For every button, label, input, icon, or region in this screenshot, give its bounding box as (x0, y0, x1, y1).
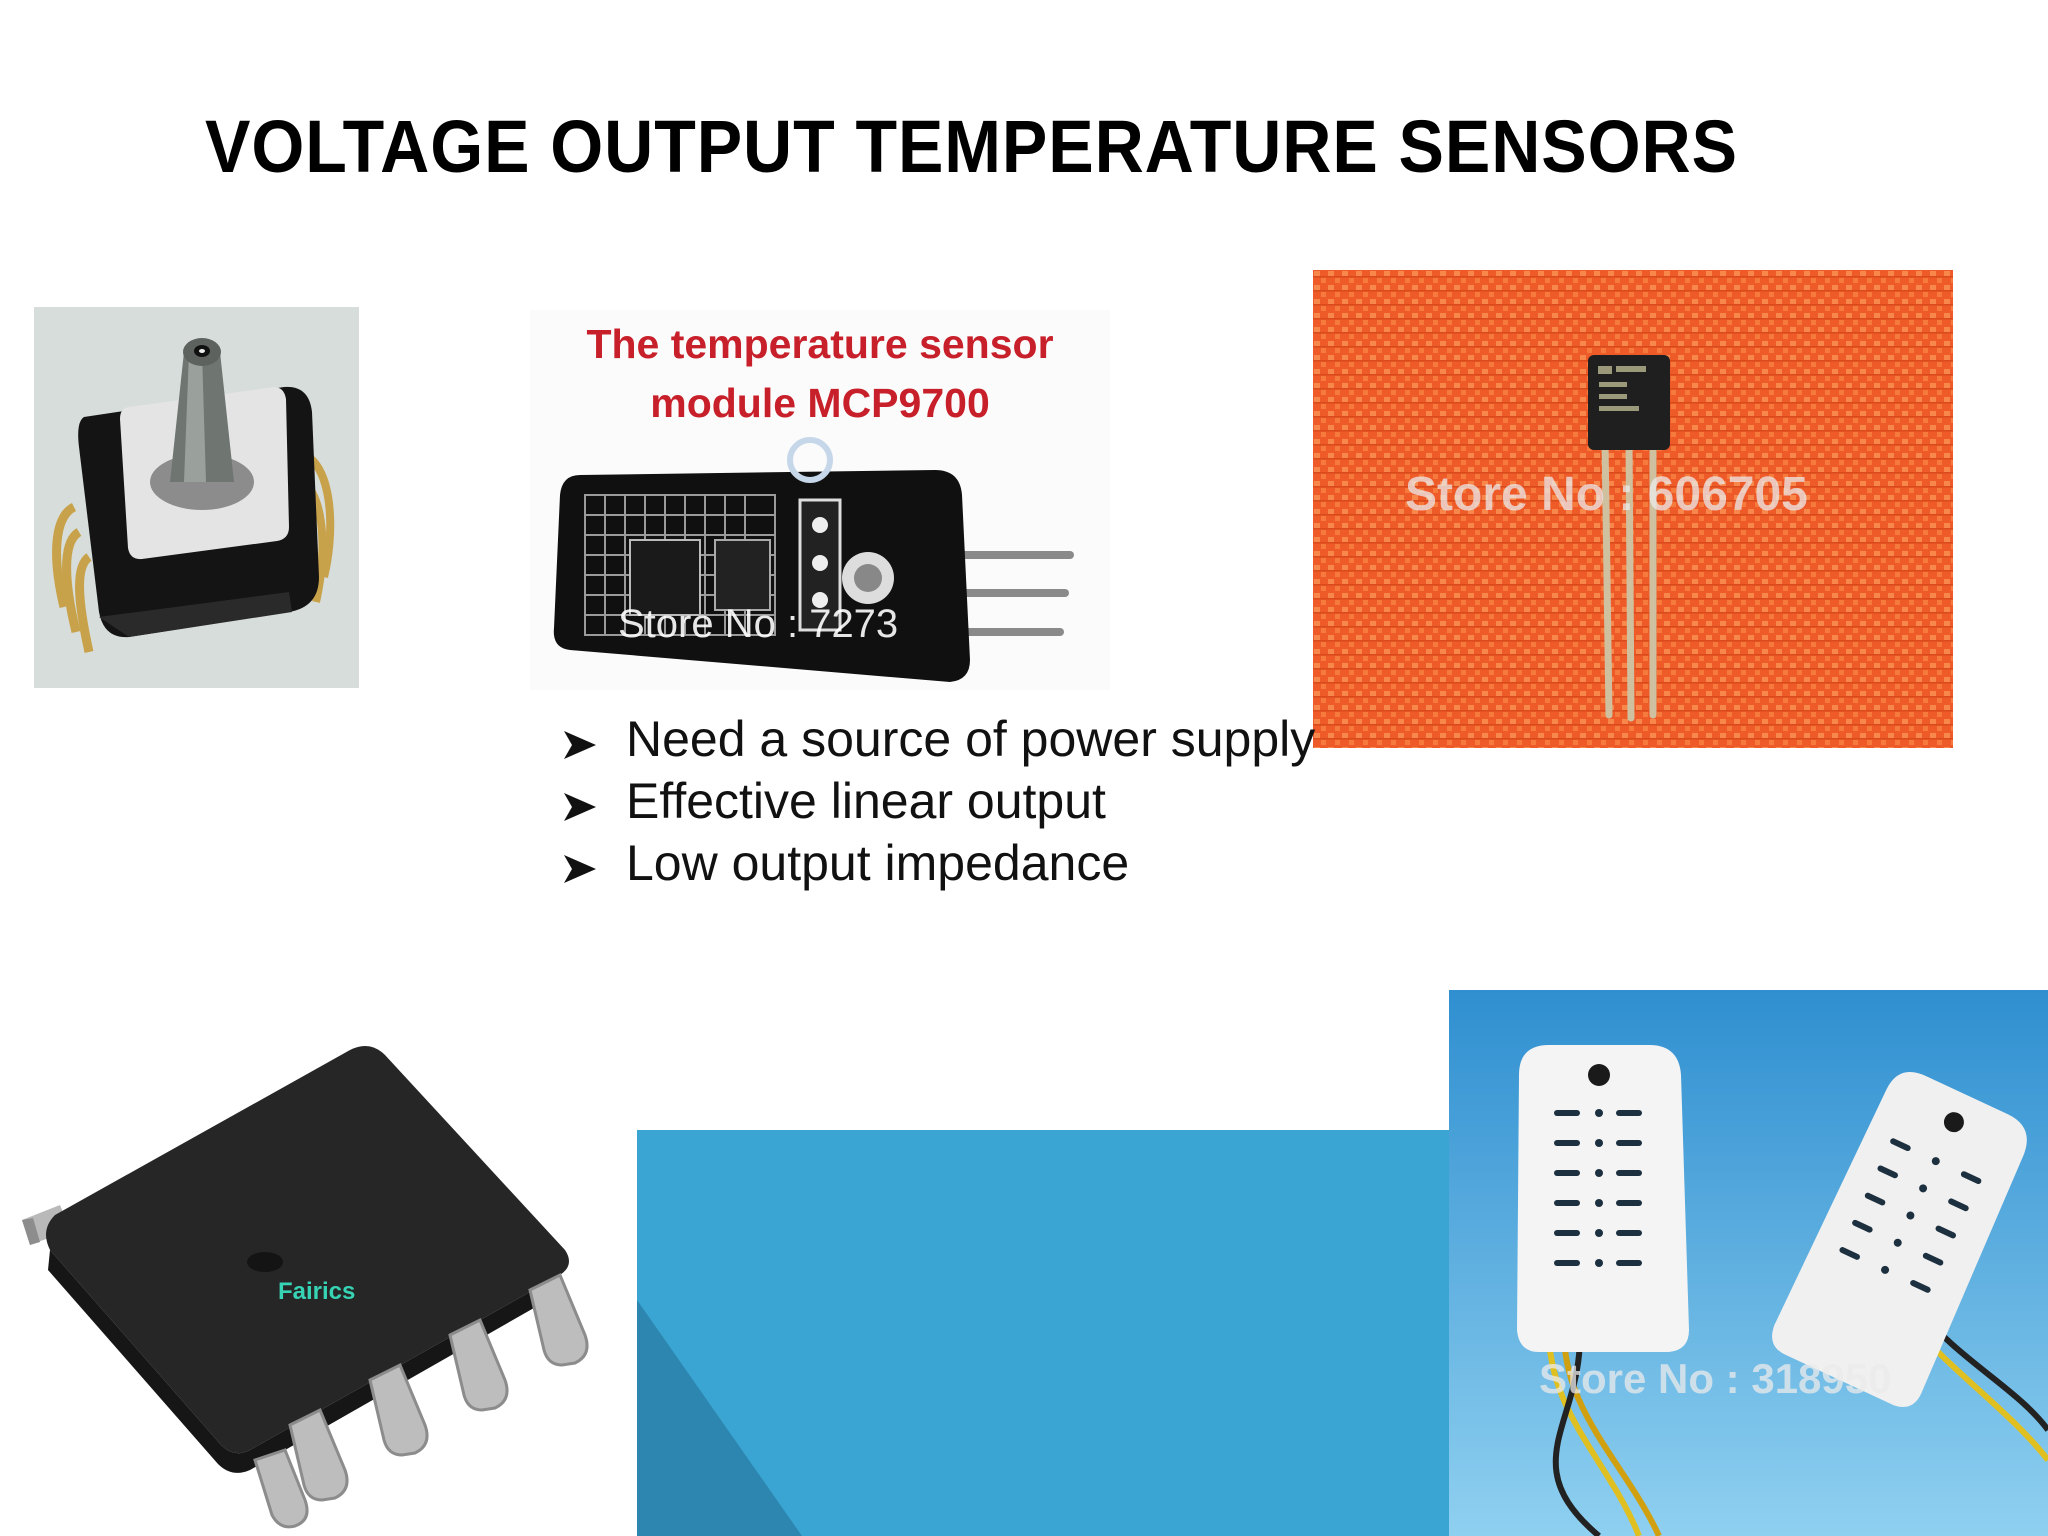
decorative-triangle (637, 1300, 802, 1536)
module-caption-line2: module MCP9700 (650, 380, 990, 426)
bullet-item: Low output impedance (560, 832, 1315, 894)
humidity-sensor-photo: Store No : 318950 (1449, 990, 2048, 1536)
soic-chip-photo: Fairics (0, 1030, 620, 1536)
to92-sensor-photo: Store No : 606705 (1313, 270, 1953, 748)
slide-title: VOLTAGE OUTPUT TEMPERATURE SENSORS (205, 105, 1738, 188)
pressure-sensor-photo (34, 307, 359, 688)
mcp9700-module-photo: The temperature sensor module MCP9700 St… (530, 310, 1110, 690)
arrow-bullet-icon (560, 843, 626, 883)
module-watermark: Store No : 7273 (618, 602, 899, 646)
humidity-watermark: Store No : 318950 (1539, 1355, 1892, 1402)
module-caption-line1: The temperature sensor (586, 321, 1054, 367)
bullet-text: Effective linear output (626, 773, 1106, 829)
bullet-text: Low output impedance (626, 835, 1130, 891)
bullet-item: Need a source of power supply (560, 708, 1315, 770)
decorative-blue-panel (637, 1130, 1487, 1536)
arrow-bullet-icon (560, 781, 626, 821)
bullet-list: Need a source of power supply Effective … (560, 708, 1315, 894)
to92-watermark: Store No : 606705 (1405, 468, 1808, 521)
chip-brand-label: Fairics (278, 1278, 356, 1305)
bullet-item: Effective linear output (560, 770, 1315, 832)
arrow-bullet-icon (560, 719, 626, 759)
bullet-text: Need a source of power supply (626, 711, 1316, 767)
